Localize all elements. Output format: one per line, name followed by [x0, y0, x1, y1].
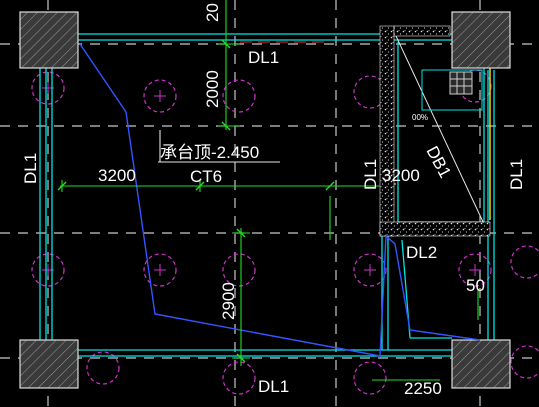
cap-tag: CT6 [190, 167, 222, 186]
elevation-note: 承台顶-2.450 [160, 143, 259, 162]
label-dl1-left: DL1 [21, 153, 40, 184]
dim-top-partial: 20 [203, 3, 222, 22]
cap-outline-polyline [79, 43, 481, 357]
dim-3200-left: 3200 [98, 166, 136, 185]
dim-2250: 2250 [404, 379, 442, 398]
label-dl1-bottom: DL1 [258, 377, 289, 396]
dim-50: 50 [466, 276, 485, 295]
dim-3200-right: 3200 [382, 166, 420, 185]
dim-2900: 2900 [219, 282, 238, 320]
elevation-leader [158, 130, 280, 163]
label-dl1-top: DL1 [248, 48, 279, 67]
beam-lines [39, 33, 495, 357]
dimension-lines [60, 0, 479, 381]
label-dl2: DL2 [406, 243, 437, 262]
label-db1: DB1 [422, 143, 454, 181]
pit-wall-hatch [379, 25, 491, 237]
tiny-note: 00% [412, 113, 428, 122]
column-blocks [19, 11, 511, 389]
grid-symbol-icon [449, 71, 473, 95]
label-dl1-right: DL1 [507, 159, 526, 190]
dimension-ticks [57, 39, 335, 363]
label-dl1-mid: DL1 [361, 159, 380, 190]
dim-2000: 2000 [203, 70, 222, 108]
